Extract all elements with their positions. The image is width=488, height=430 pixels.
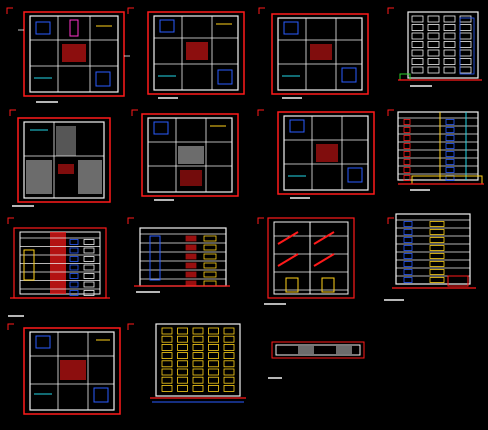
floor-plan-5 xyxy=(131,109,239,201)
section-1 xyxy=(387,109,484,191)
floor-plan-2 xyxy=(127,7,245,99)
section-5 xyxy=(384,213,476,301)
detail-strip xyxy=(268,341,365,379)
elevation-2 xyxy=(127,323,246,403)
floor-plan-4 xyxy=(9,109,111,207)
floor-plan-3 xyxy=(258,7,369,99)
section-3 xyxy=(127,217,230,293)
floor-plan-1 xyxy=(6,7,130,103)
elevation-1 xyxy=(387,7,482,87)
floor-plan-6 xyxy=(257,109,375,199)
floor-plan-7 xyxy=(7,323,121,415)
section-2 xyxy=(7,217,110,317)
section-4 xyxy=(257,217,355,305)
